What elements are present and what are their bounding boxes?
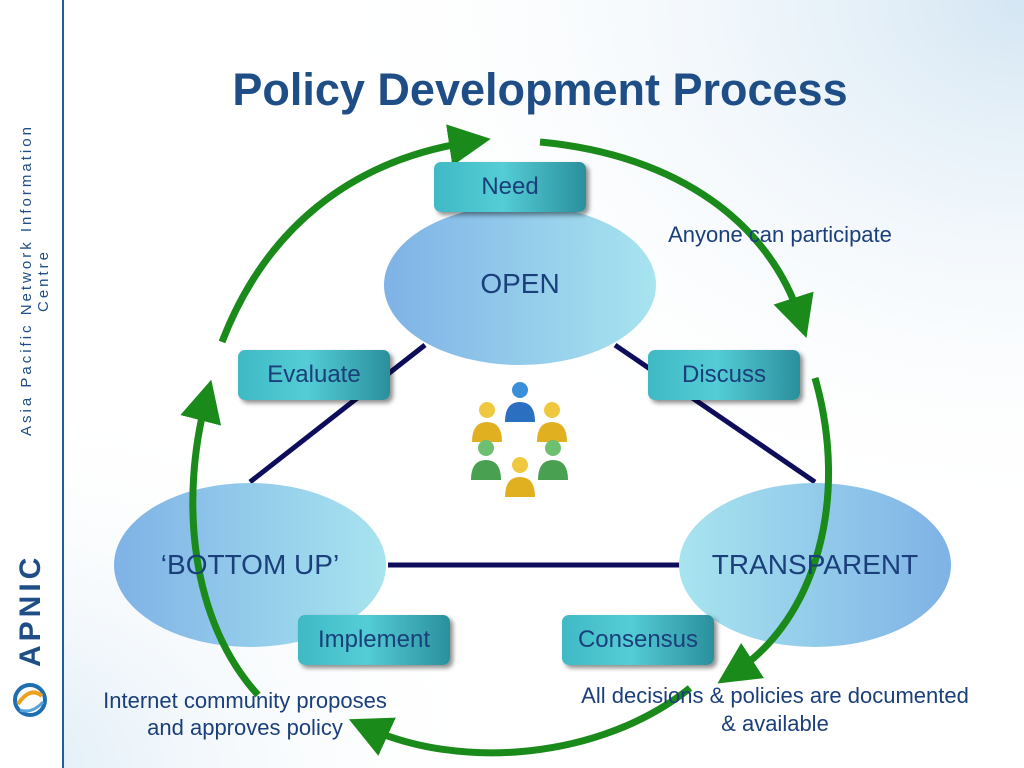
left-sidebar: Asia Pacific Network Information Centre … [0,0,64,768]
bottom-up-label: ‘BOTTOM UP’ [160,549,340,580]
caption-transparent-line1: All decisions & policies are documented [581,683,969,708]
cycle-arrow-implement-evaluate [180,379,261,698]
caption-transparent-line2: & available [721,711,829,736]
step-need: Need [434,162,586,212]
caption-bottom-up-line1: Internet community proposes [103,688,387,713]
step-implement: Implement [298,615,450,665]
step-consensus: Consensus [562,615,714,665]
step-discuss: Discuss [648,350,800,400]
open-label: OPEN [480,268,560,299]
open-node [384,205,656,365]
caption-bottom-up-line2: and approves policy [147,715,343,740]
apnic-logo-icon [13,683,47,717]
connector-open-bottom [248,343,427,484]
cycle-arrow-need-discuss [539,138,814,338]
cycle-arrow-discuss-consensus [717,377,833,684]
transparent-label: TRANSPARENT [711,549,919,580]
cycle-arrow-evaluate-need [218,124,491,344]
people-group-icon [471,382,568,497]
bottom-up-node [114,483,386,647]
cycle-arrow-consensus-implement [348,685,693,757]
step-evaluate: Evaluate [238,350,390,400]
caption-open: Anyone can participate [668,222,892,247]
page-title: Policy Development Process [232,64,848,115]
